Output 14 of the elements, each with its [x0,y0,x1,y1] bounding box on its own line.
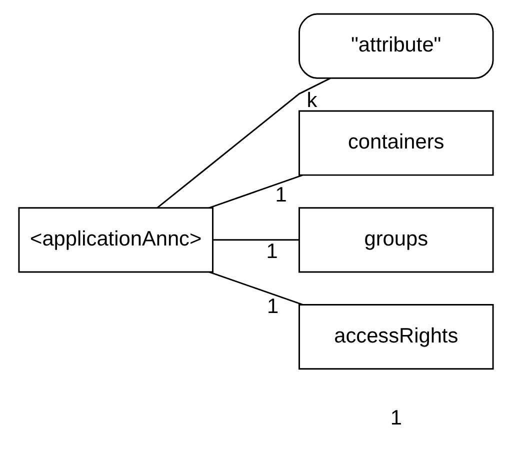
node-box: "attribute" [298,13,494,79]
edge-label: k [306,89,318,112]
connector [212,239,300,241]
edge-label: 1 [266,295,279,318]
connector [209,174,303,208]
edge-label: 1 [266,240,278,264]
node-box: <applicationAnnc> [18,207,214,273]
edge-label: 1 [275,184,287,207]
label: 1 [390,406,402,430]
node-box: accessRights [298,304,494,370]
node-box: groups [298,207,494,273]
connector [209,271,303,306]
connector [156,78,331,208]
node-box: containers [298,110,494,176]
